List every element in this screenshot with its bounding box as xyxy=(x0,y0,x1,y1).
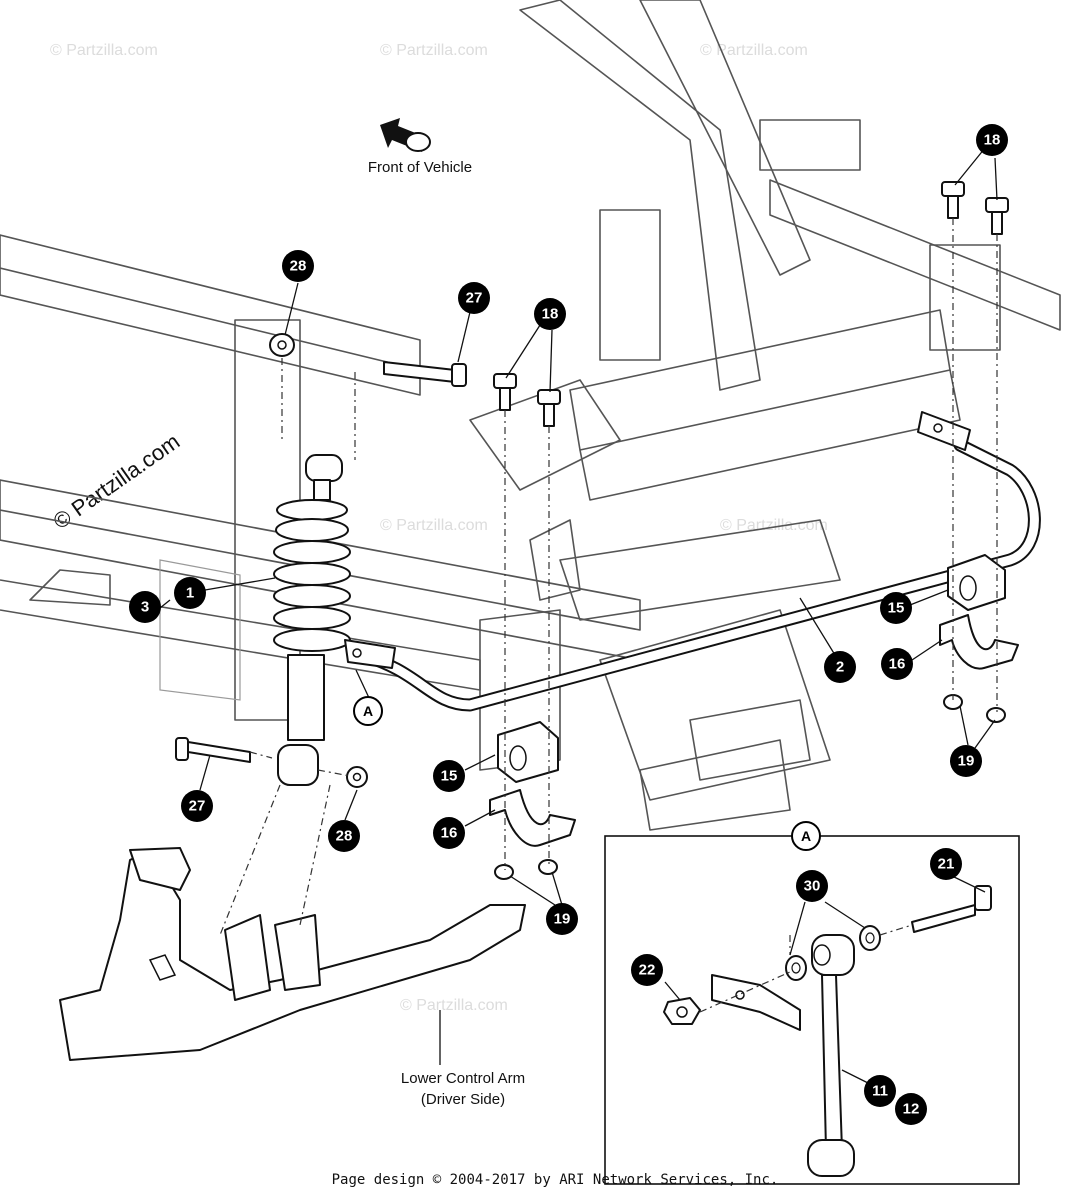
callout-1: 1 xyxy=(174,577,206,609)
detail-a-inset-marker: A xyxy=(791,821,821,851)
bracket-right xyxy=(939,614,1019,670)
lower-control-arm xyxy=(59,847,526,1061)
svg-text:30: 30 xyxy=(804,878,821,895)
bracket-nuts-lower xyxy=(494,694,1006,880)
callout-16-right: 16 xyxy=(881,648,913,680)
watermark-text: © Partzilla.com xyxy=(400,997,508,1014)
callout-28-upper: 28 xyxy=(282,250,314,282)
callout-22: 22 xyxy=(631,954,663,986)
stabilizer-bar xyxy=(344,411,1041,712)
lower-control-arm-label: Lower Control Arm xyxy=(401,1070,525,1087)
bushing-right xyxy=(947,554,1006,611)
bushing-left xyxy=(497,721,559,783)
watermark-text: © Partzilla.com xyxy=(380,517,488,534)
svg-text:19: 19 xyxy=(554,911,571,928)
callout-28-lower: 28 xyxy=(328,820,360,852)
copyright-text: Page design © 2004-2017 by ARI Network S… xyxy=(331,1172,779,1188)
svg-text:1: 1 xyxy=(186,585,194,602)
assembly-centerlines xyxy=(219,218,998,936)
watermark-text: © Partzilla.com xyxy=(720,517,828,534)
svg-text:18: 18 xyxy=(542,306,559,323)
callout-19-right: 19 xyxy=(950,745,982,777)
svg-text:16: 16 xyxy=(441,825,458,842)
upper-shock-nut xyxy=(269,333,295,357)
callout-3: 3 xyxy=(129,591,161,623)
lower-shock-bolt xyxy=(175,737,251,763)
callout-15-left: 15 xyxy=(433,760,465,792)
callout-18-left: 18 xyxy=(534,298,566,330)
callout-leaders xyxy=(159,147,998,1086)
front-of-vehicle-label: Front of Vehicle xyxy=(368,159,472,176)
svg-text:21: 21 xyxy=(938,856,955,873)
bracket-left xyxy=(489,789,576,847)
svg-text:2: 2 xyxy=(836,659,844,676)
watermark-text: © Partzilla.com xyxy=(700,42,808,59)
callout-16-left: 16 xyxy=(433,817,465,849)
shock-absorber xyxy=(273,454,351,786)
detail-a-reference-marker: A xyxy=(353,696,383,726)
watermark-text: © Partzilla.com xyxy=(380,42,488,59)
svg-text:28: 28 xyxy=(290,258,307,275)
svg-text:27: 27 xyxy=(189,798,206,815)
callout-18-right: 18 xyxy=(976,124,1008,156)
svg-text:11: 11 xyxy=(872,1083,888,1100)
svg-text:A: A xyxy=(363,703,373,719)
svg-text:19: 19 xyxy=(958,753,975,770)
partzilla-watermark: © Partzilla.com xyxy=(49,429,185,535)
callout-19-left: 19 xyxy=(546,903,578,935)
svg-text:18: 18 xyxy=(984,132,1001,149)
svg-text:15: 15 xyxy=(888,600,905,617)
watermark-text: © Partzilla.com xyxy=(50,42,158,59)
svg-text:15: 15 xyxy=(441,768,458,785)
svg-text:27: 27 xyxy=(466,290,483,307)
front-of-vehicle-arrow-icon xyxy=(380,118,431,152)
upper-shock-bolt xyxy=(383,361,467,387)
callout-21: 21 xyxy=(930,848,962,880)
callout-12: 12 xyxy=(895,1093,927,1125)
callout-30: 30 xyxy=(796,870,828,902)
callout-15-right: 15 xyxy=(880,592,912,624)
svg-text:A: A xyxy=(801,828,811,844)
page-footer: Page design © 2004-2017 by ARI Network S… xyxy=(0,1172,1070,1188)
svg-text:12: 12 xyxy=(903,1101,920,1118)
svg-text:22: 22 xyxy=(639,962,656,979)
svg-text:16: 16 xyxy=(889,656,906,673)
callout-2: 2 xyxy=(824,651,856,683)
callout-11: 11 xyxy=(864,1075,896,1107)
detail-a-parts xyxy=(663,885,992,1177)
lower-control-arm-side-label: (Driver Side) xyxy=(421,1091,505,1108)
lower-shock-nut xyxy=(346,766,368,788)
svg-text:28: 28 xyxy=(336,828,353,845)
callout-27-upper: 27 xyxy=(458,282,490,314)
bracket-bolts-upper xyxy=(493,181,1009,427)
callout-27-lower: 27 xyxy=(181,790,213,822)
vehicle-frame xyxy=(0,0,1061,831)
svg-text:3: 3 xyxy=(141,599,149,616)
